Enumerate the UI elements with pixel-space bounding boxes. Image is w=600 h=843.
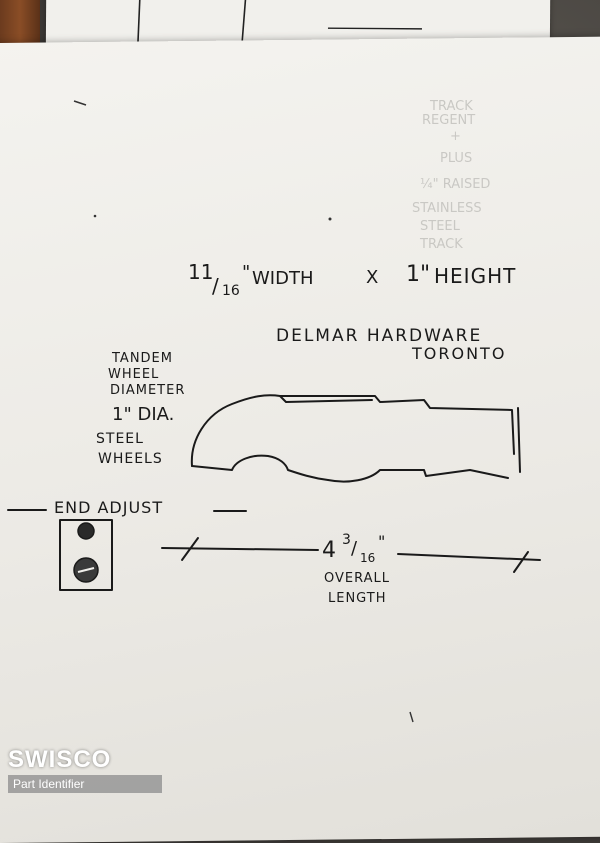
width-label: WIDTH <box>252 268 314 289</box>
wagon-outline <box>190 394 515 467</box>
stray-mark <box>328 217 332 221</box>
wagon-roof-step <box>279 395 373 403</box>
stray-mark <box>93 214 97 218</box>
wheel-note-line: 1" DIA. <box>112 404 175 425</box>
width-whole: 11 <box>188 260 214 284</box>
length-fraction-slash: / <box>351 538 358 559</box>
bleed-text: REGENT <box>422 113 476 128</box>
width-inch-mark: " <box>242 262 251 283</box>
wheel-axle-mark <box>77 567 95 573</box>
swisco-watermark: SWISCO Part Identifier <box>8 748 162 793</box>
length-dimension-line <box>161 547 319 551</box>
bleed-text: STEEL <box>420 219 460 234</box>
bleed-text: PLUS <box>440 151 473 166</box>
length-label: OVERALL <box>324 571 390 586</box>
end-adjust-box <box>59 519 113 591</box>
wheel-note-line: TANDEM <box>112 351 173 366</box>
height-value: 1" <box>406 262 431 287</box>
times-sign: X <box>366 267 379 288</box>
stray-mark <box>409 711 414 723</box>
height-label: HEIGHT <box>434 264 517 288</box>
watermark-subtitle: Part Identifier <box>8 775 162 793</box>
width-fraction-slash: / <box>212 274 219 298</box>
wheel-icon <box>77 522 95 540</box>
bleed-text: TRACK <box>420 237 463 252</box>
length-tick-left <box>181 537 199 561</box>
wheel-note-line: DIAMETER <box>110 383 186 398</box>
width-fraction-denominator: 16 <box>222 283 240 299</box>
supplier-city: TORONTO <box>412 344 507 363</box>
length-denominator: 16 <box>360 551 376 565</box>
bleed-text: + <box>450 129 461 144</box>
end-adjust-label: END ADJUST <box>54 498 164 517</box>
length-inch-mark: " <box>378 532 386 551</box>
back-sheet-lines <box>137 0 422 46</box>
wagon-sketch-drawing <box>7 100 541 723</box>
length-whole: 4 <box>322 538 336 563</box>
length-numerator: 3 <box>342 532 351 548</box>
stray-mark <box>73 100 87 106</box>
watermark-title: SWISCO <box>8 746 112 773</box>
wagon-underside <box>191 454 509 483</box>
bleed-text: ¼" RAISED <box>420 177 491 192</box>
length-label: LENGTH <box>328 591 387 606</box>
length-tick-right <box>513 551 529 573</box>
supplier-name: DELMAR HARDWARE <box>276 326 483 346</box>
bleed-text: TRACK <box>430 99 473 114</box>
wagon-end-line <box>517 407 521 473</box>
wheel-note-line: WHEEL <box>108 367 160 382</box>
bleed-text: STAINLESS <box>412 201 482 216</box>
back-paper-sheet <box>45 0 551 62</box>
wheel-note-line: WHEELS <box>98 451 163 467</box>
length-dimension-line <box>397 553 541 561</box>
wheel-note-line: STEEL <box>96 431 144 447</box>
